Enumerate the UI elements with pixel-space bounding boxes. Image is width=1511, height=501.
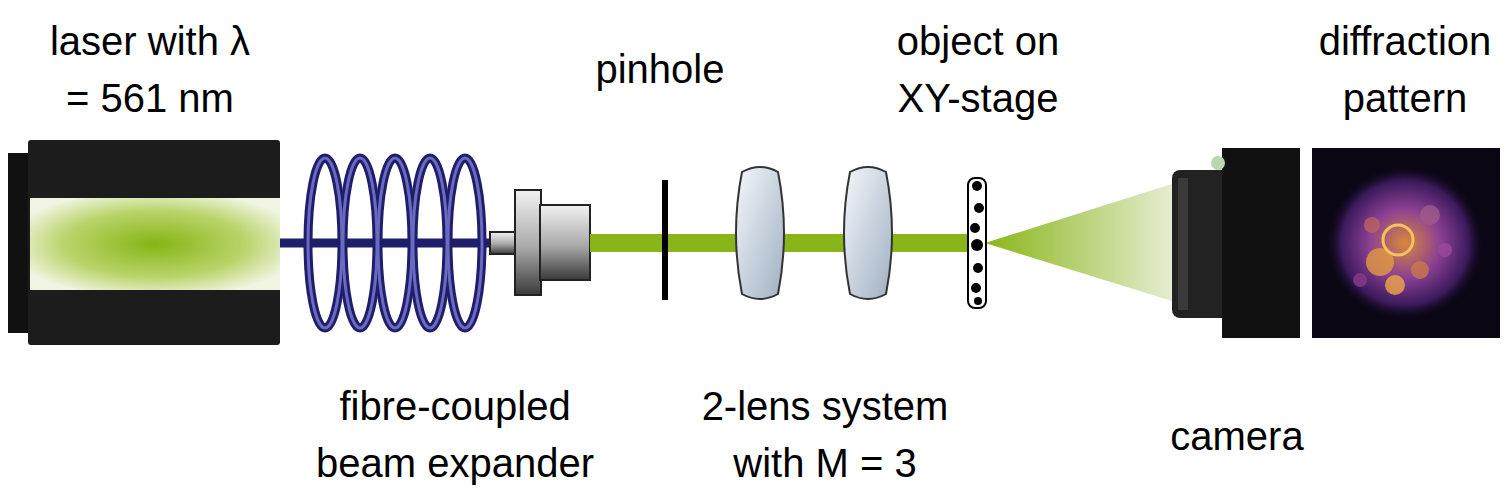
lens	[844, 167, 892, 299]
part-label: camera	[1137, 408, 1337, 465]
part-label: object on XY-stage	[888, 13, 1068, 127]
pinhole-plate	[662, 180, 668, 300]
part-label: fibre-coupled beam expander	[305, 378, 605, 492]
diffracted-light	[985, 183, 1175, 302]
object-slide	[968, 178, 986, 308]
lens	[736, 167, 784, 299]
line-spacer	[240, 70, 257, 127]
part-label: diffraction pattern	[1314, 13, 1496, 127]
line-spacer	[43, 70, 60, 127]
laser	[8, 140, 280, 345]
fibre-coil	[280, 158, 495, 328]
beam-expander	[490, 190, 590, 295]
part-label: pinhole	[560, 41, 760, 98]
camera-body	[1172, 148, 1300, 338]
part-label: laser with λ = 561 nm	[43, 13, 257, 127]
part-label: 2-lens system with M = 3	[694, 378, 956, 492]
diffraction-image	[1312, 148, 1500, 338]
